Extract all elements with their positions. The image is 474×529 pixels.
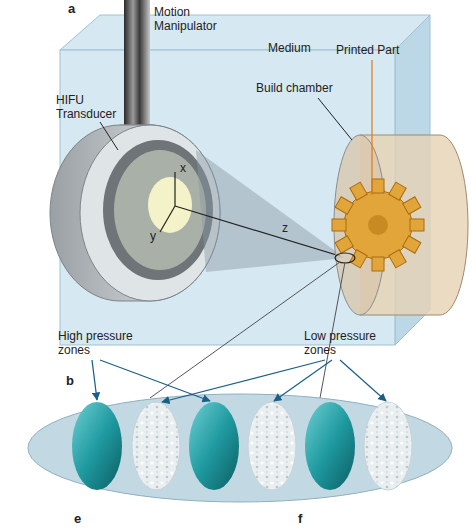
pointer-arrow: [162, 360, 325, 402]
high-pressure-zone: [189, 402, 239, 490]
panel-letter: b: [66, 374, 86, 389]
part-name: Motion Manipulator: [154, 6, 234, 34]
transducer-body: [50, 125, 220, 301]
z-axis: [175, 206, 340, 256]
printed-gear: [332, 179, 424, 271]
leader-line: [318, 98, 352, 140]
low-pressure-zone: [248, 402, 296, 490]
axis-label: x: [180, 162, 196, 176]
gear-disc: [344, 191, 412, 259]
x-axis: [174, 172, 175, 206]
part-name: Printed Part: [336, 44, 436, 58]
leader-line: [371, 60, 372, 195]
low-pressure-zone: [132, 402, 180, 490]
gear-teeth: [332, 179, 424, 271]
pointer-arrow: [340, 360, 386, 401]
axis-label: y: [150, 230, 166, 244]
transducer-center: [148, 177, 192, 233]
leader-line: [100, 122, 118, 150]
acoustic-beam: [196, 150, 345, 272]
axis-label: z: [282, 222, 298, 236]
high-pressure-zone: [305, 402, 355, 490]
y-axis: [160, 206, 175, 232]
part-name: Build chamber: [256, 82, 356, 96]
pointer-arrow: [274, 360, 332, 401]
low-pressure-zone: [364, 402, 412, 490]
focal-spot: [335, 253, 355, 263]
panel-letter: a: [68, 2, 88, 17]
gear-hub: [368, 215, 388, 235]
zone-label: High pressure zones: [58, 330, 150, 358]
transducer-ring: [103, 140, 213, 280]
part-name: HIFU Transducer: [56, 94, 128, 122]
pointer-arrow: [92, 360, 97, 400]
zone-label: Low pressure zones: [304, 330, 396, 358]
tank-front: [60, 50, 395, 345]
pointer-arrow: [100, 360, 210, 401]
part-name: Medium: [268, 42, 328, 56]
high-pressure-zone: [72, 402, 122, 490]
panel-letter: e: [74, 512, 94, 527]
manipulator-rod: [124, 0, 150, 140]
transducer-element: [114, 150, 206, 270]
zoom-disc: [28, 394, 452, 502]
panel-letter: f: [298, 512, 318, 527]
